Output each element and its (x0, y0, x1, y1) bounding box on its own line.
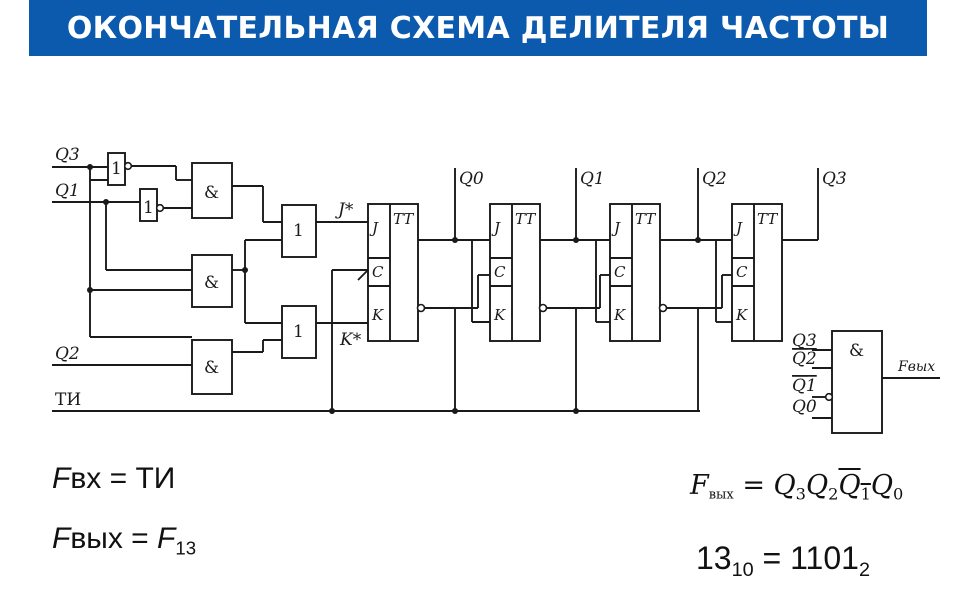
final-in-q3: Q3 (792, 331, 817, 351)
output-q0-label: Q0 (459, 169, 484, 189)
flipflop-2: J C K TT (609, 203, 661, 342)
eq-f-out-sym: F (52, 522, 71, 555)
not-gate-2 (139, 188, 158, 222)
not-gate-2-bubble (155, 203, 165, 213)
and-gate-1 (191, 162, 233, 219)
eq-f-out: Fвых = F13 (52, 522, 196, 560)
eq-f-in: Fвх = ТИ (52, 462, 175, 496)
formula-q3: Q (773, 470, 796, 501)
ff2-c: C (614, 263, 626, 281)
and-gate-3 (191, 339, 233, 395)
or-gate-1 (281, 204, 317, 258)
final-out-label: Fвых (897, 359, 935, 375)
input-ti-label: ТИ (55, 390, 81, 410)
final-in-q0: Q0 (792, 397, 817, 417)
and-gate-1-label: & (204, 183, 219, 203)
not-gate-1 (107, 152, 126, 186)
and-gate-3-label: & (204, 358, 219, 378)
or-gate-2-label: 1 (293, 322, 304, 342)
eq-f-out-rhs: F (157, 522, 176, 555)
ff0-qbar-bubble (416, 303, 426, 313)
and-gate-2-label: & (204, 273, 219, 293)
not-gate-2-label: 1 (143, 198, 154, 218)
formula-q3-sub: 3 (795, 484, 806, 504)
final-in-q1: Q1 (792, 376, 817, 396)
slide-title: ОКОНЧАТЕЛЬНАЯ СХЕМА ДЕЛИТЕЛЯ ЧАСТОТЫ (66, 10, 890, 46)
k-star-label: K* (339, 330, 362, 350)
ff1-type: TT (515, 210, 536, 228)
flipflop-1: J C K TT (489, 203, 541, 342)
formula-q1: Q1 (838, 470, 871, 504)
ff2-k: K (613, 306, 626, 324)
eq-f-in-rest: вх = ТИ (70, 462, 176, 495)
title-bar: ОКОНЧАТЕЛЬНАЯ СХЕМА ДЕЛИТЕЛЯ ЧАСТОТЫ (29, 0, 927, 56)
eq-f-out-sub: 13 (175, 537, 197, 559)
input-q3-label: Q3 (55, 145, 80, 165)
formula-q2: Q (805, 470, 829, 501)
formula-q0: Q (870, 470, 894, 501)
ff1-j: J (491, 219, 501, 237)
ff2-j: J (611, 219, 621, 237)
eq-f-in-sym: F (52, 462, 71, 495)
junction-dots (87, 164, 701, 414)
input-q2-label: Q2 (55, 344, 80, 364)
final-and-wires (812, 349, 940, 419)
ff3-type: TT (757, 210, 778, 228)
formula-eq-sign: = (733, 470, 774, 501)
not-gate-1-label: 1 (111, 159, 122, 179)
and-gate-2 (191, 254, 233, 308)
eq-formula: Fвых = Q3Q2Q1Q0 (690, 470, 903, 504)
formula-q2-sub: 2 (828, 484, 839, 504)
and-or-wires (232, 185, 282, 353)
formula-lhs-sub: вых (708, 487, 734, 503)
ff3-j: J (733, 219, 743, 237)
formula-q0-sub: 0 (893, 484, 904, 504)
eq-f-out-mid: вых = (70, 522, 158, 555)
number-bin: 1101 (790, 540, 859, 576)
number-dec-base: 10 (731, 558, 754, 581)
ff1-k: K (493, 306, 506, 324)
formula-lhs: F (690, 470, 709, 501)
ff1-qbar-bubble (538, 303, 548, 313)
output-q3-label: Q3 (822, 169, 847, 189)
final-and-gate (831, 330, 883, 434)
flipflop-3: J C K TT (731, 203, 783, 342)
eq-number: 1310 = 11012 (696, 540, 870, 582)
output-q2-label: Q2 (702, 169, 727, 189)
final-in-q2: Q2 (792, 349, 817, 369)
ff3-c: C (736, 263, 748, 281)
final-and-label: & (849, 341, 864, 361)
number-dec: 13 (696, 540, 732, 576)
final-and-q1-bubble (824, 392, 834, 402)
input-q1-label: Q1 (55, 181, 80, 201)
not-gate-1-bubble (123, 161, 133, 171)
j-star-label: J* (335, 200, 354, 220)
ff0-j: J (369, 219, 379, 237)
output-q1-label: Q1 (580, 169, 605, 189)
ff2-qbar-bubble (658, 303, 668, 313)
ff0-k: K (371, 306, 384, 324)
number-eq: = (753, 540, 791, 576)
number-bin-base: 2 (858, 558, 870, 581)
jk-input-wires (316, 221, 368, 411)
ff3-k: K (735, 306, 748, 324)
flipflop-0: J C K TT (367, 203, 419, 342)
ff2-type: TT (635, 210, 656, 228)
or-gate-2 (281, 305, 317, 359)
ff0-type: TT (393, 210, 414, 228)
input-wires (52, 165, 700, 412)
ff1-c: C (494, 263, 506, 281)
or-gate-1-label: 1 (293, 221, 304, 241)
ff0-c: C (372, 263, 384, 281)
